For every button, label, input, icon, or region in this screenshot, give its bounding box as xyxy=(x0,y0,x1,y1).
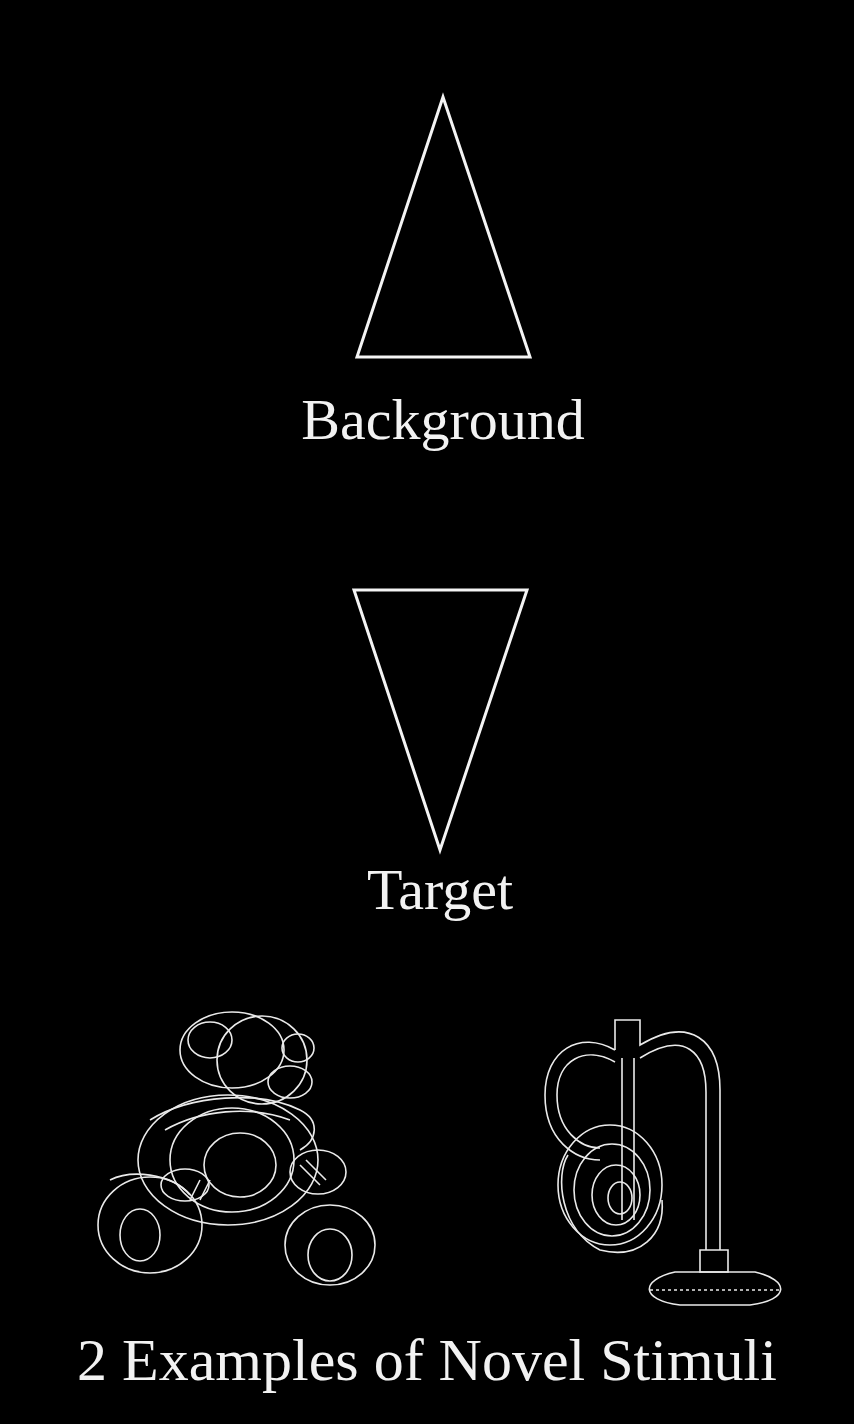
up-triangle xyxy=(357,97,530,357)
novel-stimulus-left xyxy=(98,1012,375,1285)
shape-label: Target xyxy=(367,861,513,919)
novel-stimulus-right xyxy=(545,1020,781,1305)
shape-label: Background xyxy=(301,391,585,449)
down-triangle xyxy=(354,590,527,850)
caption: 2 Examples of Novel Stimuli xyxy=(77,1330,777,1390)
